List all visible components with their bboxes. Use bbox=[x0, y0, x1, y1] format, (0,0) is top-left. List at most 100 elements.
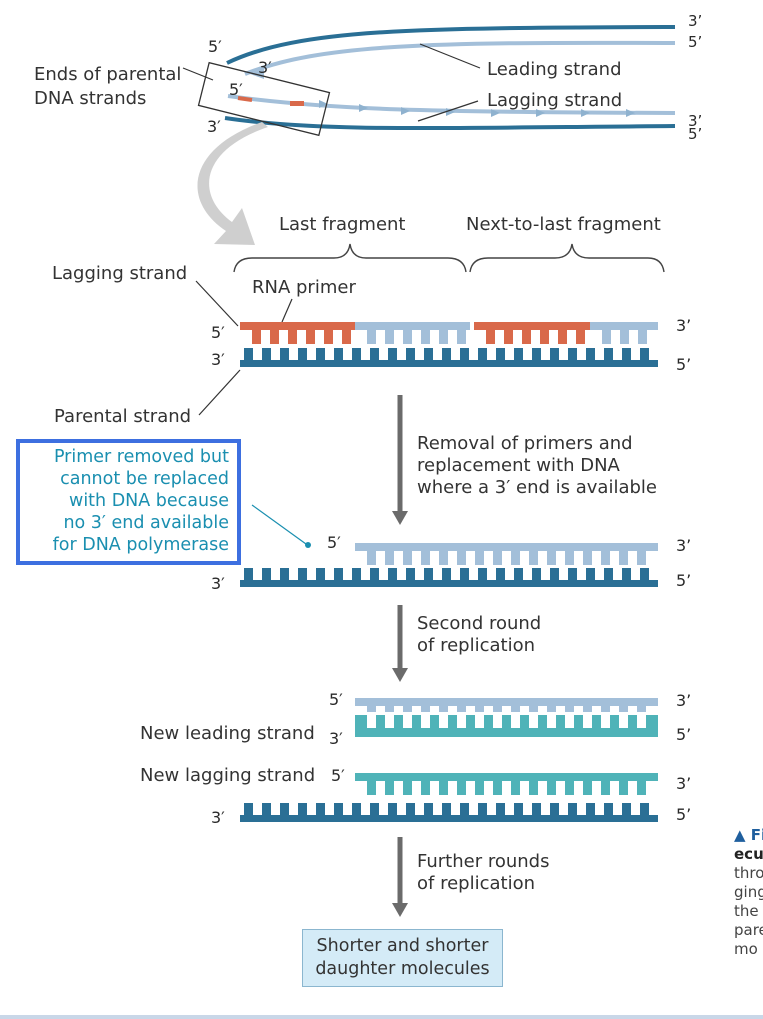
parental-strand-label: Parental strand bbox=[54, 406, 192, 427]
leading-gap bbox=[439, 712, 448, 728]
parental-strand-1-tooth bbox=[460, 348, 469, 360]
lagging-with-primers-tooth bbox=[252, 330, 261, 344]
parental-strand-4-tooth bbox=[568, 803, 577, 815]
lagging-with-primers-tooth bbox=[602, 330, 611, 344]
s1-left-5: 5′ bbox=[211, 323, 225, 342]
parental-strand-4-tooth bbox=[442, 803, 451, 815]
new-lagging-tooth bbox=[457, 781, 466, 795]
lagging-leader-2 bbox=[195, 280, 239, 327]
leading-gap bbox=[619, 712, 628, 728]
lagging-fragment-arrows bbox=[319, 100, 635, 117]
lagging-no-primer-tooth bbox=[421, 551, 430, 565]
zoom-box bbox=[197, 61, 331, 137]
lagging-no-primer-tooth bbox=[547, 551, 556, 565]
s3-left-3: 3′ bbox=[329, 729, 343, 748]
lagging-with-primers-tooth bbox=[457, 330, 466, 344]
callout-dot bbox=[305, 542, 311, 548]
parental-strand-bottom bbox=[224, 116, 676, 131]
callout-leader bbox=[251, 504, 307, 545]
lagging-no-primer-tooth bbox=[565, 551, 574, 565]
new-lagging-tooth bbox=[619, 781, 628, 795]
parental-strand-1-tooth bbox=[298, 348, 307, 360]
fork-right-5b: 5’ bbox=[688, 125, 703, 143]
new-leading-strand-label: New leading strand bbox=[140, 723, 315, 744]
lagging-with-primers-tooth bbox=[421, 330, 430, 344]
fragment-braces bbox=[233, 243, 665, 273]
leading-strand-label: Leading strand bbox=[487, 59, 622, 80]
parental-strand-1-tooth bbox=[388, 348, 397, 360]
lagging-no-primer-tooth bbox=[637, 551, 646, 565]
step-arrows bbox=[392, 395, 408, 917]
parental-strand-4-tooth bbox=[334, 803, 343, 815]
parental-strand-2-tooth bbox=[514, 568, 523, 580]
parental-strand-4-tooth bbox=[406, 803, 415, 815]
leading-gap bbox=[547, 712, 556, 728]
parental-leader bbox=[198, 369, 241, 416]
s2-left-3: 3′ bbox=[211, 574, 225, 593]
parental-strand-1-tooth bbox=[640, 348, 649, 360]
down-arrow-icon bbox=[392, 903, 408, 917]
down-arrow-icon bbox=[392, 668, 408, 682]
leading-strand-line bbox=[244, 40, 676, 76]
lagging-with-primers bbox=[240, 322, 355, 330]
lagging-with-primers-tooth bbox=[486, 330, 495, 344]
lagging-with-primers-tooth bbox=[576, 330, 585, 344]
lagging-with-primers bbox=[590, 322, 658, 330]
parental-strand-2-tooth bbox=[568, 568, 577, 580]
lagging-no-primer-tooth bbox=[619, 551, 628, 565]
parental-strand-1-tooth bbox=[370, 348, 379, 360]
new-lagging-tooth bbox=[385, 781, 394, 795]
parental-strand-1 bbox=[240, 360, 658, 367]
zoom-curved-arrow-icon bbox=[197, 122, 268, 245]
lagging-with-primers bbox=[474, 322, 590, 330]
lagging-with-primers-tooth bbox=[385, 330, 394, 344]
parental-strand-top bbox=[226, 25, 676, 65]
parental-strand-2-tooth bbox=[496, 568, 505, 580]
s3-left-5: 5′ bbox=[329, 690, 343, 709]
rna-primer-label: RNA primer bbox=[252, 277, 356, 298]
parental-strand-4-tooth bbox=[280, 803, 289, 815]
parental-strand-1-tooth bbox=[478, 348, 487, 360]
lagging-with-primers-tooth bbox=[504, 330, 513, 344]
new-lagging-tooth bbox=[367, 781, 376, 795]
lagging-with-primers-tooth bbox=[367, 330, 376, 344]
replication-fork bbox=[182, 25, 676, 137]
parental-strand-1-tooth bbox=[532, 348, 541, 360]
s1-left-3: 3′ bbox=[211, 350, 225, 369]
down-arrow-icon bbox=[392, 511, 408, 525]
lagging-no-primer bbox=[355, 543, 658, 551]
s4-left-5: 5′ bbox=[331, 766, 345, 785]
new-lagging-tooth bbox=[493, 781, 502, 795]
parental-strand-4-tooth bbox=[352, 803, 361, 815]
parental-strand-4-tooth bbox=[244, 803, 253, 815]
parental-strand-4-tooth bbox=[496, 803, 505, 815]
parental-strand-1-tooth bbox=[352, 348, 361, 360]
lagging-no-primer-tooth bbox=[583, 551, 592, 565]
parental-strand-4-tooth bbox=[262, 803, 271, 815]
leading-gap bbox=[457, 712, 466, 728]
new-lagging-tooth bbox=[565, 781, 574, 795]
lagging-with-primers-tooth bbox=[403, 330, 412, 344]
parental-strand-1-tooth bbox=[424, 348, 433, 360]
parental-strand-4 bbox=[240, 815, 658, 822]
parental-strand-4-tooth bbox=[316, 803, 325, 815]
dna-layer bbox=[240, 322, 658, 822]
lagging-with-primers-tooth bbox=[439, 330, 448, 344]
end-3-bottom: 3′ bbox=[207, 117, 221, 136]
parental-strand-2-tooth bbox=[478, 568, 487, 580]
parental-strand-2-tooth bbox=[352, 568, 361, 580]
lagging-no-primer-tooth bbox=[385, 551, 394, 565]
parental-strand-2-tooth bbox=[586, 568, 595, 580]
parental-strand-4-tooth bbox=[622, 803, 631, 815]
parental-strand-1-tooth bbox=[244, 348, 253, 360]
s2-right-3: 3’ bbox=[676, 536, 692, 555]
s1-right-5: 5’ bbox=[676, 355, 692, 374]
lagging-no-primer-tooth bbox=[601, 551, 610, 565]
figure-caption-fragment: ▲ Fi ecu thro ging the pare mo bbox=[734, 826, 763, 958]
leading-gap bbox=[493, 712, 502, 728]
